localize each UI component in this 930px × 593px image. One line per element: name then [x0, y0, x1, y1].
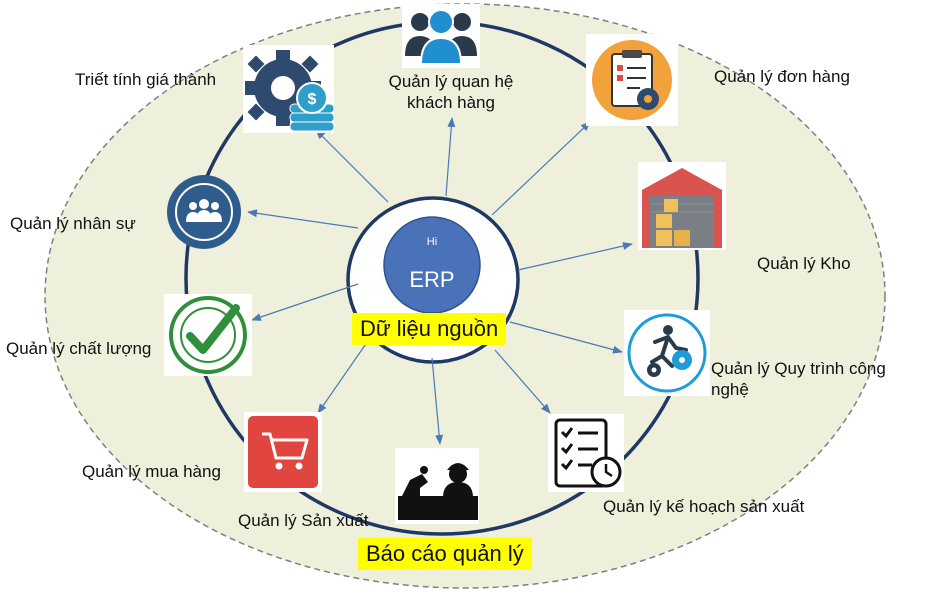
label-orders: Quản lý đơn hàng: [714, 67, 850, 86]
erp-circle: [383, 216, 481, 314]
arrow-quality: [251, 283, 359, 321]
arrow-process: [509, 321, 623, 354]
label-purchasing: Quản lý mua hàng: [82, 462, 221, 481]
arrow-crm: [445, 117, 456, 197]
label-hr: Quản lý nhân sự: [10, 214, 136, 233]
arrow-orders: [491, 121, 591, 216]
arrow-warehouse: [517, 242, 633, 271]
label-production: Quản lý Sản xuất: [238, 511, 369, 530]
warehouse-icon: [638, 162, 726, 250]
label-process-line1: Quản lý Quy trình công: [711, 359, 886, 378]
factory-worker-icon: [395, 448, 479, 524]
people-cycle-icon: [167, 175, 241, 249]
label-crm-line2: khách hàng: [407, 93, 495, 113]
arrow-cost: [315, 129, 389, 203]
runner-gears-icon: [624, 310, 710, 396]
checklist-clock-icon: [548, 414, 624, 492]
label-quality: Quản lý chất lượng: [6, 339, 152, 358]
shopping-cart-icon: [244, 412, 322, 492]
label-cost: Triết tính giá thành: [75, 70, 217, 89]
svg-text:$: $: [308, 91, 317, 108]
arrow-hr: [247, 209, 359, 229]
arrow-purchasing: [317, 337, 371, 414]
source-data-label: Dữ liệu nguồn: [352, 313, 507, 345]
label-process-line2: nghệ: [711, 380, 749, 400]
label-planning: Quản lý kế hoạch sản xuất: [603, 497, 805, 516]
arrow-planning: [494, 349, 551, 414]
gear-dollar-icon: $: [243, 45, 335, 133]
clipboard-gear-icon: [586, 34, 678, 126]
quality-stamp-icon: [164, 294, 252, 376]
label-crm: Quản lý quan hệ khách hàng: [377, 71, 525, 114]
erp-small-label: Hi: [427, 236, 437, 248]
label-warehouse: Quản lý Kho: [757, 254, 851, 273]
arrows: [247, 117, 633, 445]
management-report-label: Báo cáo quản lý: [358, 538, 532, 570]
users-group-icon: [402, 4, 480, 68]
label-process: Quản lý Quy trình công nghệ: [711, 358, 886, 401]
label-crm-line1: Quản lý quan hệ: [388, 72, 514, 91]
erp-main-label: ERP: [409, 267, 454, 292]
arrow-production: [431, 357, 444, 445]
